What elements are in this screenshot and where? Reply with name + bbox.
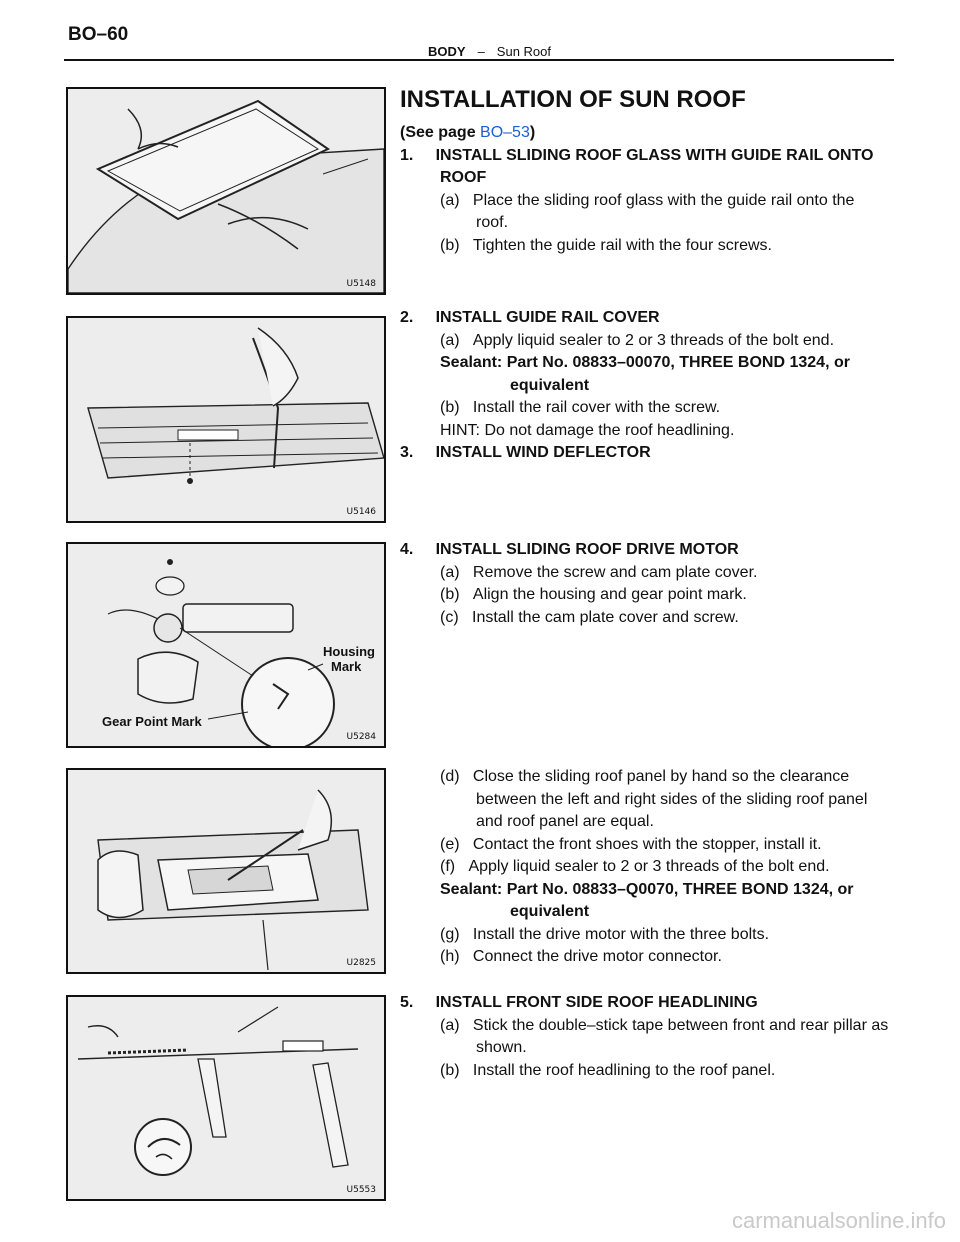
page-title: INSTALLATION OF SUN ROOF xyxy=(400,86,746,113)
figure-code: U5148 xyxy=(346,279,377,289)
figure-code: U5284 xyxy=(346,732,377,742)
step-4b: (b) Align the housing and gear point mar… xyxy=(440,586,747,603)
figure-headlining: U5553 xyxy=(66,995,386,1201)
see-page-reference: (See page BO–53) xyxy=(400,122,890,145)
step-5-heading: 5. INSTALL FRONT SIDE ROOF HEADLINING xyxy=(400,994,758,1011)
page-number: BO–60 xyxy=(68,24,129,45)
step-2-hint: HINT: Do not damage the roof headlining. xyxy=(440,421,735,439)
step-4d: (d) Close the sliding roof panel by hand… xyxy=(440,768,868,830)
guide-rail-illustration xyxy=(87,327,384,484)
running-header: BODY–Sun Roof xyxy=(428,44,551,59)
step-1a: (a) Place the sliding roof glass with th… xyxy=(440,191,855,232)
figure-roof-panel-clearance: U2825 xyxy=(66,768,386,974)
step-5b: (b) Install the roof headlining to the r… xyxy=(440,1061,776,1079)
step-2-sealant: Sealant: Part No. 08833–00070, THREE BON… xyxy=(440,354,850,371)
step-2-sealant-continued: equivalent xyxy=(510,376,590,394)
figure-code: U2825 xyxy=(346,958,377,968)
figure-roof-glass: U5148 xyxy=(66,87,386,295)
step-4-heading: 4. INSTALL SLIDING ROOF DRIVE MOTOR xyxy=(400,541,739,558)
see-page-prefix: (See page xyxy=(400,124,481,141)
gear-point-mark-label: Gear Point Mark xyxy=(102,714,202,729)
header-separator: – xyxy=(477,44,485,59)
step-4g: (g) Install the drive motor with the thr… xyxy=(440,925,770,943)
section-guide-rail-cover: 2. INSTALL GUIDE RAIL COVER (a) Apply li… xyxy=(400,307,890,465)
section-drive-motor: 4. INSTALL SLIDING ROOF DRIVE MOTOR (a) … xyxy=(400,539,890,629)
see-page-link[interactable]: BO–53 xyxy=(480,124,530,141)
mark-label: Mark xyxy=(331,659,362,674)
see-page-suffix: ) xyxy=(529,124,536,141)
step-4c: (c) Install the cam plate cover and scre… xyxy=(440,608,739,626)
figure-code: U5553 xyxy=(346,1185,377,1195)
figure-code: U5146 xyxy=(346,507,377,517)
subsection-name: Sun Roof xyxy=(496,44,551,59)
step-4e: (e) Contact the front shoes with the sto… xyxy=(440,835,822,853)
section-headlining: 5. INSTALL FRONT SIDE ROOF HEADLINING (a… xyxy=(400,992,890,1082)
roof-glass-illustration xyxy=(68,99,384,293)
step-2a: (a) Apply liquid sealer to 2 or 3 thread… xyxy=(440,331,835,349)
figure-drive-motor: Housing Mark Gear Point Mark U5284 xyxy=(66,542,386,748)
step-2-heading: 2. INSTALL GUIDE RAIL COVER xyxy=(400,309,660,326)
step-1-heading: 1. INSTALL SLIDING ROOF GLASS WITH GUIDE… xyxy=(400,146,874,187)
section-name: BODY xyxy=(428,44,466,59)
step-4h: (h) Connect the drive motor connector. xyxy=(440,948,722,965)
step-4-sealant: Sealant: Part No. 08833–Q0070, THREE BON… xyxy=(440,880,854,898)
watermark: carmanualsonline.info xyxy=(731,1208,946,1233)
headlining-illustration xyxy=(77,1006,359,1176)
step-4-sealant-continued: equivalent xyxy=(510,903,590,920)
figure-guide-rail-cover: U5146 xyxy=(66,316,386,523)
roof-panel-illustration xyxy=(97,789,369,971)
header-rule xyxy=(64,59,894,61)
step-4f: (f) Apply liquid sealer to 2 or 3 thread… xyxy=(440,858,830,875)
step-2b: (b) Install the rail cover with the scre… xyxy=(440,399,721,416)
step-1b: (b) Tighten the guide rail with the four… xyxy=(440,236,772,254)
housing-label: Housing xyxy=(323,644,375,659)
section-drive-motor-continued: (d) Close the sliding roof panel by hand… xyxy=(400,766,890,969)
step-5a: (a) Stick the double–stick tape between … xyxy=(440,1016,889,1057)
step-3-heading: 3. INSTALL WIND DEFLECTOR xyxy=(400,444,651,461)
step-4a: (a) Remove the screw and cam plate cover… xyxy=(440,563,758,581)
drive-motor-illustration: Housing Mark Gear Point Mark xyxy=(102,559,375,746)
section-installation: INSTALLATION OF SUN ROOF (See page BO–53… xyxy=(400,84,890,257)
